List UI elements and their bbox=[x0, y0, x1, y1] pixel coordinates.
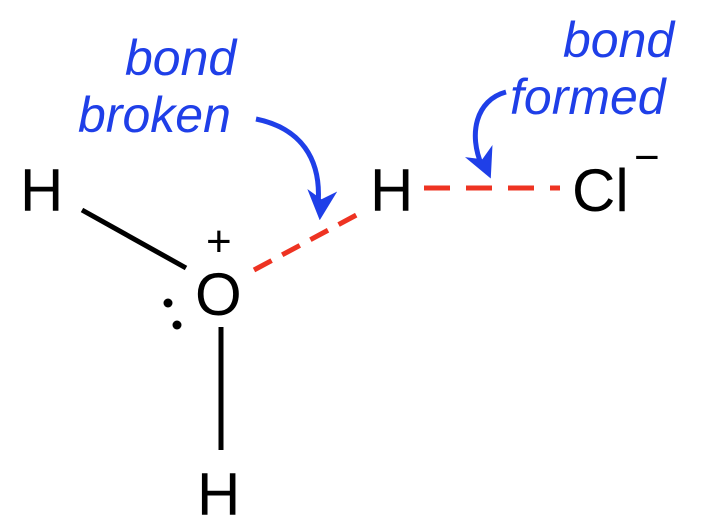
lone-pair-dot-lower bbox=[172, 320, 182, 330]
label-bond-formed-line1: bond bbox=[563, 12, 676, 68]
label-bond-broken-line2: broken bbox=[78, 87, 231, 143]
charge-chlorine-negative: − bbox=[634, 133, 660, 182]
lone-pair-dot-upper bbox=[163, 298, 173, 308]
bond-o-h-left bbox=[80, 207, 188, 271]
atom-h-bottom: H bbox=[197, 461, 240, 528]
arrow-bond-formed bbox=[464, 89, 507, 179]
atom-h-left: H bbox=[20, 157, 63, 224]
label-bond-broken-line1: bond bbox=[125, 30, 238, 86]
label-bond-formed-line2: formed bbox=[510, 69, 668, 125]
atom-chlorine: Cl bbox=[572, 157, 629, 224]
atom-oxygen: O bbox=[195, 261, 242, 328]
bond-broken-dashed bbox=[252, 209, 364, 273]
arrow-bond-broken bbox=[255, 116, 338, 221]
atom-h-middle: H bbox=[370, 157, 413, 224]
charge-oxygen-positive: + bbox=[206, 217, 232, 266]
